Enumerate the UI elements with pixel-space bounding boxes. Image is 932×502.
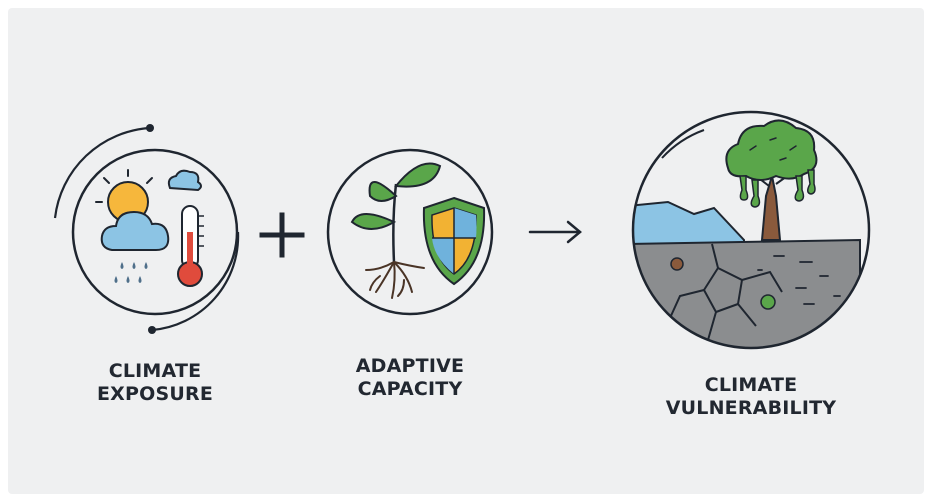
earth-cracks — [669, 243, 783, 341]
cloud-icon — [100, 210, 170, 251]
arrow-right-icon — [528, 220, 582, 244]
capacity-label-line1: ADAPTIVE — [355, 355, 465, 377]
exposure-label-line2: EXPOSURE — [96, 383, 214, 405]
exposure-label-line1: CLIMATE — [108, 360, 202, 382]
capacity-circle — [326, 148, 494, 316]
exposure-arc-dot-upper — [146, 124, 154, 132]
soil-stone-brown — [670, 257, 684, 271]
capacity-panel — [326, 148, 494, 316]
capacity-label: ADAPTIVE CAPACITY — [310, 355, 510, 401]
tree-icon — [725, 119, 818, 241]
vulnerability-circle — [631, 110, 871, 350]
plus-icon — [259, 212, 305, 258]
exposure-panel — [53, 124, 240, 334]
vulnerability-label-line1: CLIMATE — [704, 374, 798, 396]
exposure-arc-dot-lower — [148, 326, 156, 334]
plant-icon — [350, 162, 442, 263]
soil-stone-green — [760, 294, 776, 310]
exposure-circle — [71, 148, 239, 316]
rain-icon — [114, 262, 148, 283]
exposure-label: CLIMATE EXPOSURE — [55, 360, 255, 406]
vulnerability-label: CLIMATE VULNERABILITY — [636, 374, 866, 420]
capacity-label-line2: CAPACITY — [357, 378, 463, 400]
vulnerability-inner-arc — [661, 129, 705, 159]
cloud-icon-small — [167, 169, 202, 192]
thermometer-icon — [177, 205, 204, 287]
vulnerability-label-line2: VULNERABILITY — [665, 397, 837, 419]
exposure-arc-upper — [53, 126, 151, 219]
roots-icon — [365, 261, 425, 299]
shield-icon — [422, 196, 486, 286]
exposure-arc-lower — [151, 231, 240, 332]
